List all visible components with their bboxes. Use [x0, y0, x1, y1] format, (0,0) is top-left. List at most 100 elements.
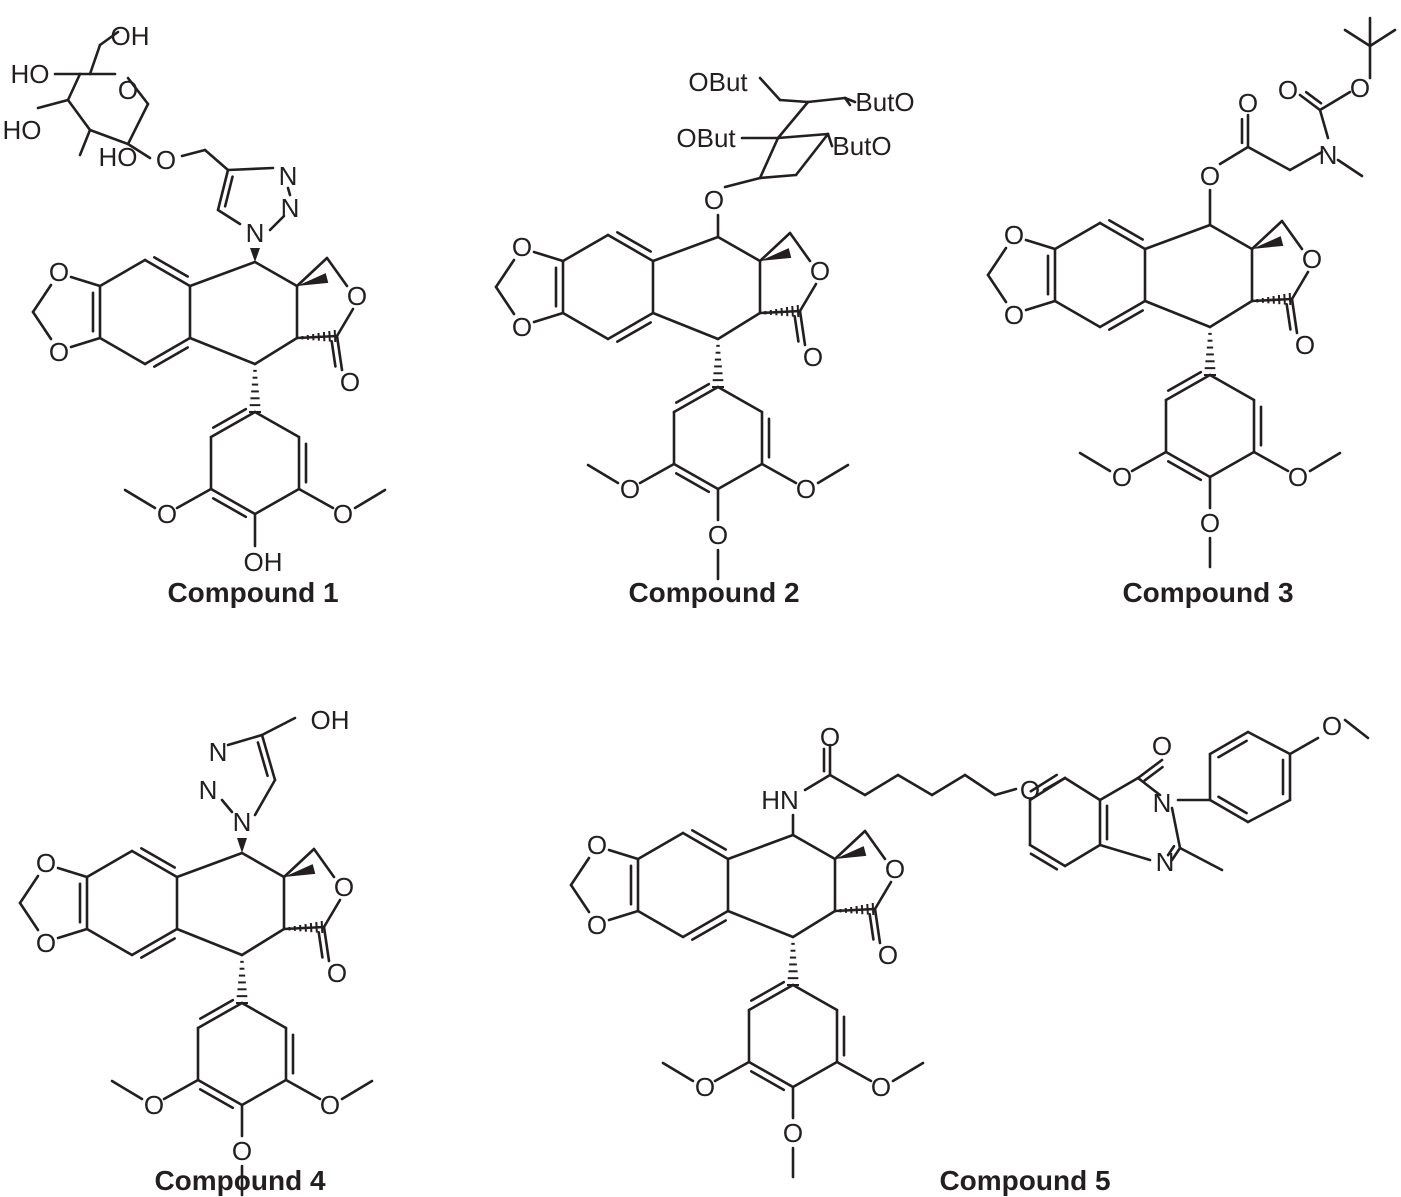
- bond: [31, 283, 53, 314]
- bond: [297, 487, 335, 510]
- bond: [749, 980, 786, 1002]
- bond: [282, 925, 326, 931]
- atom-label-ho: HO: [99, 142, 138, 172]
- atom-label-o: O: [333, 499, 353, 529]
- atom-label-ho: HO: [3, 115, 42, 145]
- bond: [1246, 145, 1292, 172]
- bond: [240, 851, 286, 879]
- bond: [1029, 773, 1059, 793]
- bond: [140, 937, 176, 959]
- bond: [1170, 846, 1182, 862]
- atom-label-o: O: [885, 854, 905, 884]
- bond: [220, 798, 234, 814]
- bond: [1130, 450, 1168, 473]
- bond: [1285, 302, 1292, 331]
- bond: [1098, 221, 1147, 251]
- atom-label-o: O: [620, 474, 640, 504]
- bond: [651, 235, 720, 263]
- bond: [322, 898, 342, 929]
- bond: [256, 741, 269, 778]
- bond: [260, 733, 277, 782]
- bond: [1136, 776, 1162, 797]
- bond: [758, 231, 792, 263]
- bond: [758, 136, 780, 180]
- atom-label-n: N: [1319, 140, 1338, 170]
- bond: [126, 76, 150, 106]
- bond: [85, 927, 134, 957]
- hashed-bond: [787, 942, 799, 986]
- bond: [569, 883, 591, 914]
- atom-label-o: O: [334, 872, 354, 902]
- bond: [778, 98, 810, 104]
- bond: [198, 1088, 235, 1110]
- bond: [638, 462, 676, 485]
- atom-label-o: O: [1350, 73, 1370, 103]
- bond: [794, 132, 830, 177]
- bond: [1217, 795, 1248, 815]
- bond: [335, 307, 355, 338]
- bond: [216, 168, 230, 212]
- bond: [930, 773, 967, 797]
- bond: [758, 309, 802, 315]
- bond: [674, 382, 711, 404]
- bond: [986, 273, 1008, 304]
- bond: [295, 334, 339, 340]
- bond: [1250, 297, 1294, 303]
- compound-4-caption: Compound 4: [154, 1165, 326, 1196]
- bond: [211, 407, 248, 429]
- bond: [1164, 450, 1212, 479]
- bond: [674, 472, 711, 494]
- bond: [1028, 843, 1067, 868]
- bond: [286, 186, 292, 197]
- bond: [672, 462, 720, 491]
- atom-label-o: O: [695, 1072, 715, 1102]
- compound-2-caption: Compound 2: [628, 577, 800, 608]
- bond: [873, 880, 893, 911]
- bond: [494, 285, 516, 316]
- bond: [723, 176, 762, 189]
- bond: [561, 233, 610, 263]
- atom-label-n: N: [233, 807, 252, 837]
- atom-label-oh: OH: [311, 705, 350, 735]
- atom-label-o: O: [708, 520, 728, 550]
- atom-label-o: O: [1322, 711, 1342, 741]
- bond: [1143, 223, 1212, 251]
- bond: [826, 132, 834, 148]
- wedge-bond: [760, 248, 792, 261]
- bond: [1136, 758, 1164, 780]
- wedge-bond: [284, 864, 316, 877]
- bond: [175, 927, 244, 957]
- bond: [1108, 309, 1144, 331]
- bond: [175, 851, 244, 879]
- bond: [143, 336, 192, 366]
- atom-label-oh: OH: [111, 21, 150, 51]
- bond: [98, 258, 147, 288]
- atom-label-o: O: [871, 1072, 891, 1102]
- bond: [1098, 776, 1140, 802]
- bond: [353, 488, 387, 510]
- bond: [312, 847, 336, 879]
- bond: [793, 314, 800, 343]
- bond: [340, 1079, 374, 1101]
- bond: [284, 1078, 322, 1101]
- bond: [56, 866, 89, 879]
- atom-label-o: O: [1112, 462, 1132, 492]
- bond: [873, 907, 882, 945]
- bond: [260, 716, 297, 737]
- atom-label-o: O: [820, 722, 840, 752]
- bond: [1218, 145, 1250, 166]
- bond: [586, 463, 620, 485]
- bond: [317, 930, 324, 959]
- atom-label-o: O: [36, 928, 56, 958]
- bond: [282, 847, 316, 879]
- atom-label-obut: OBut: [676, 123, 736, 153]
- bond: [1252, 450, 1290, 473]
- bond: [776, 132, 830, 140]
- wedge-bond: [835, 846, 867, 859]
- bond: [211, 497, 248, 519]
- hashed-bond: [249, 369, 261, 413]
- bond: [253, 778, 277, 817]
